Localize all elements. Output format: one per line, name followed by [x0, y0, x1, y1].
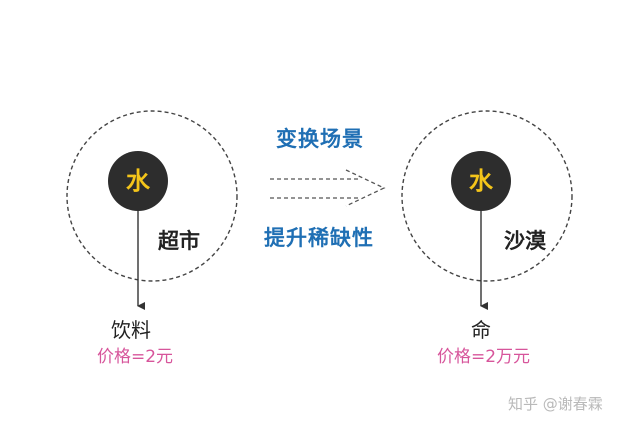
left-price-label: 价格=2元 — [97, 347, 174, 367]
left-result-label: 饮料 — [111, 318, 151, 342]
right-water-node — [451, 151, 511, 211]
transition-bottom-caption: 提升稀缺性 — [264, 226, 374, 250]
right-water-node-label: 水 — [469, 167, 494, 195]
transition-top-caption: 变换场景 — [276, 127, 364, 151]
left-context-label: 超市 — [158, 229, 200, 253]
right-context-label: 沙漠 — [504, 229, 546, 253]
left-water-node — [108, 151, 168, 211]
right-price-label: 价格=2万元 — [437, 347, 531, 367]
right-scene-circle — [401, 110, 573, 282]
left-water-node-label: 水 — [126, 167, 151, 195]
watermark: 知乎 @谢春霖 — [508, 395, 603, 413]
right-result-label: 命 — [471, 318, 491, 342]
left-scene-circle — [66, 110, 238, 282]
transition-arrow — [270, 169, 386, 207]
